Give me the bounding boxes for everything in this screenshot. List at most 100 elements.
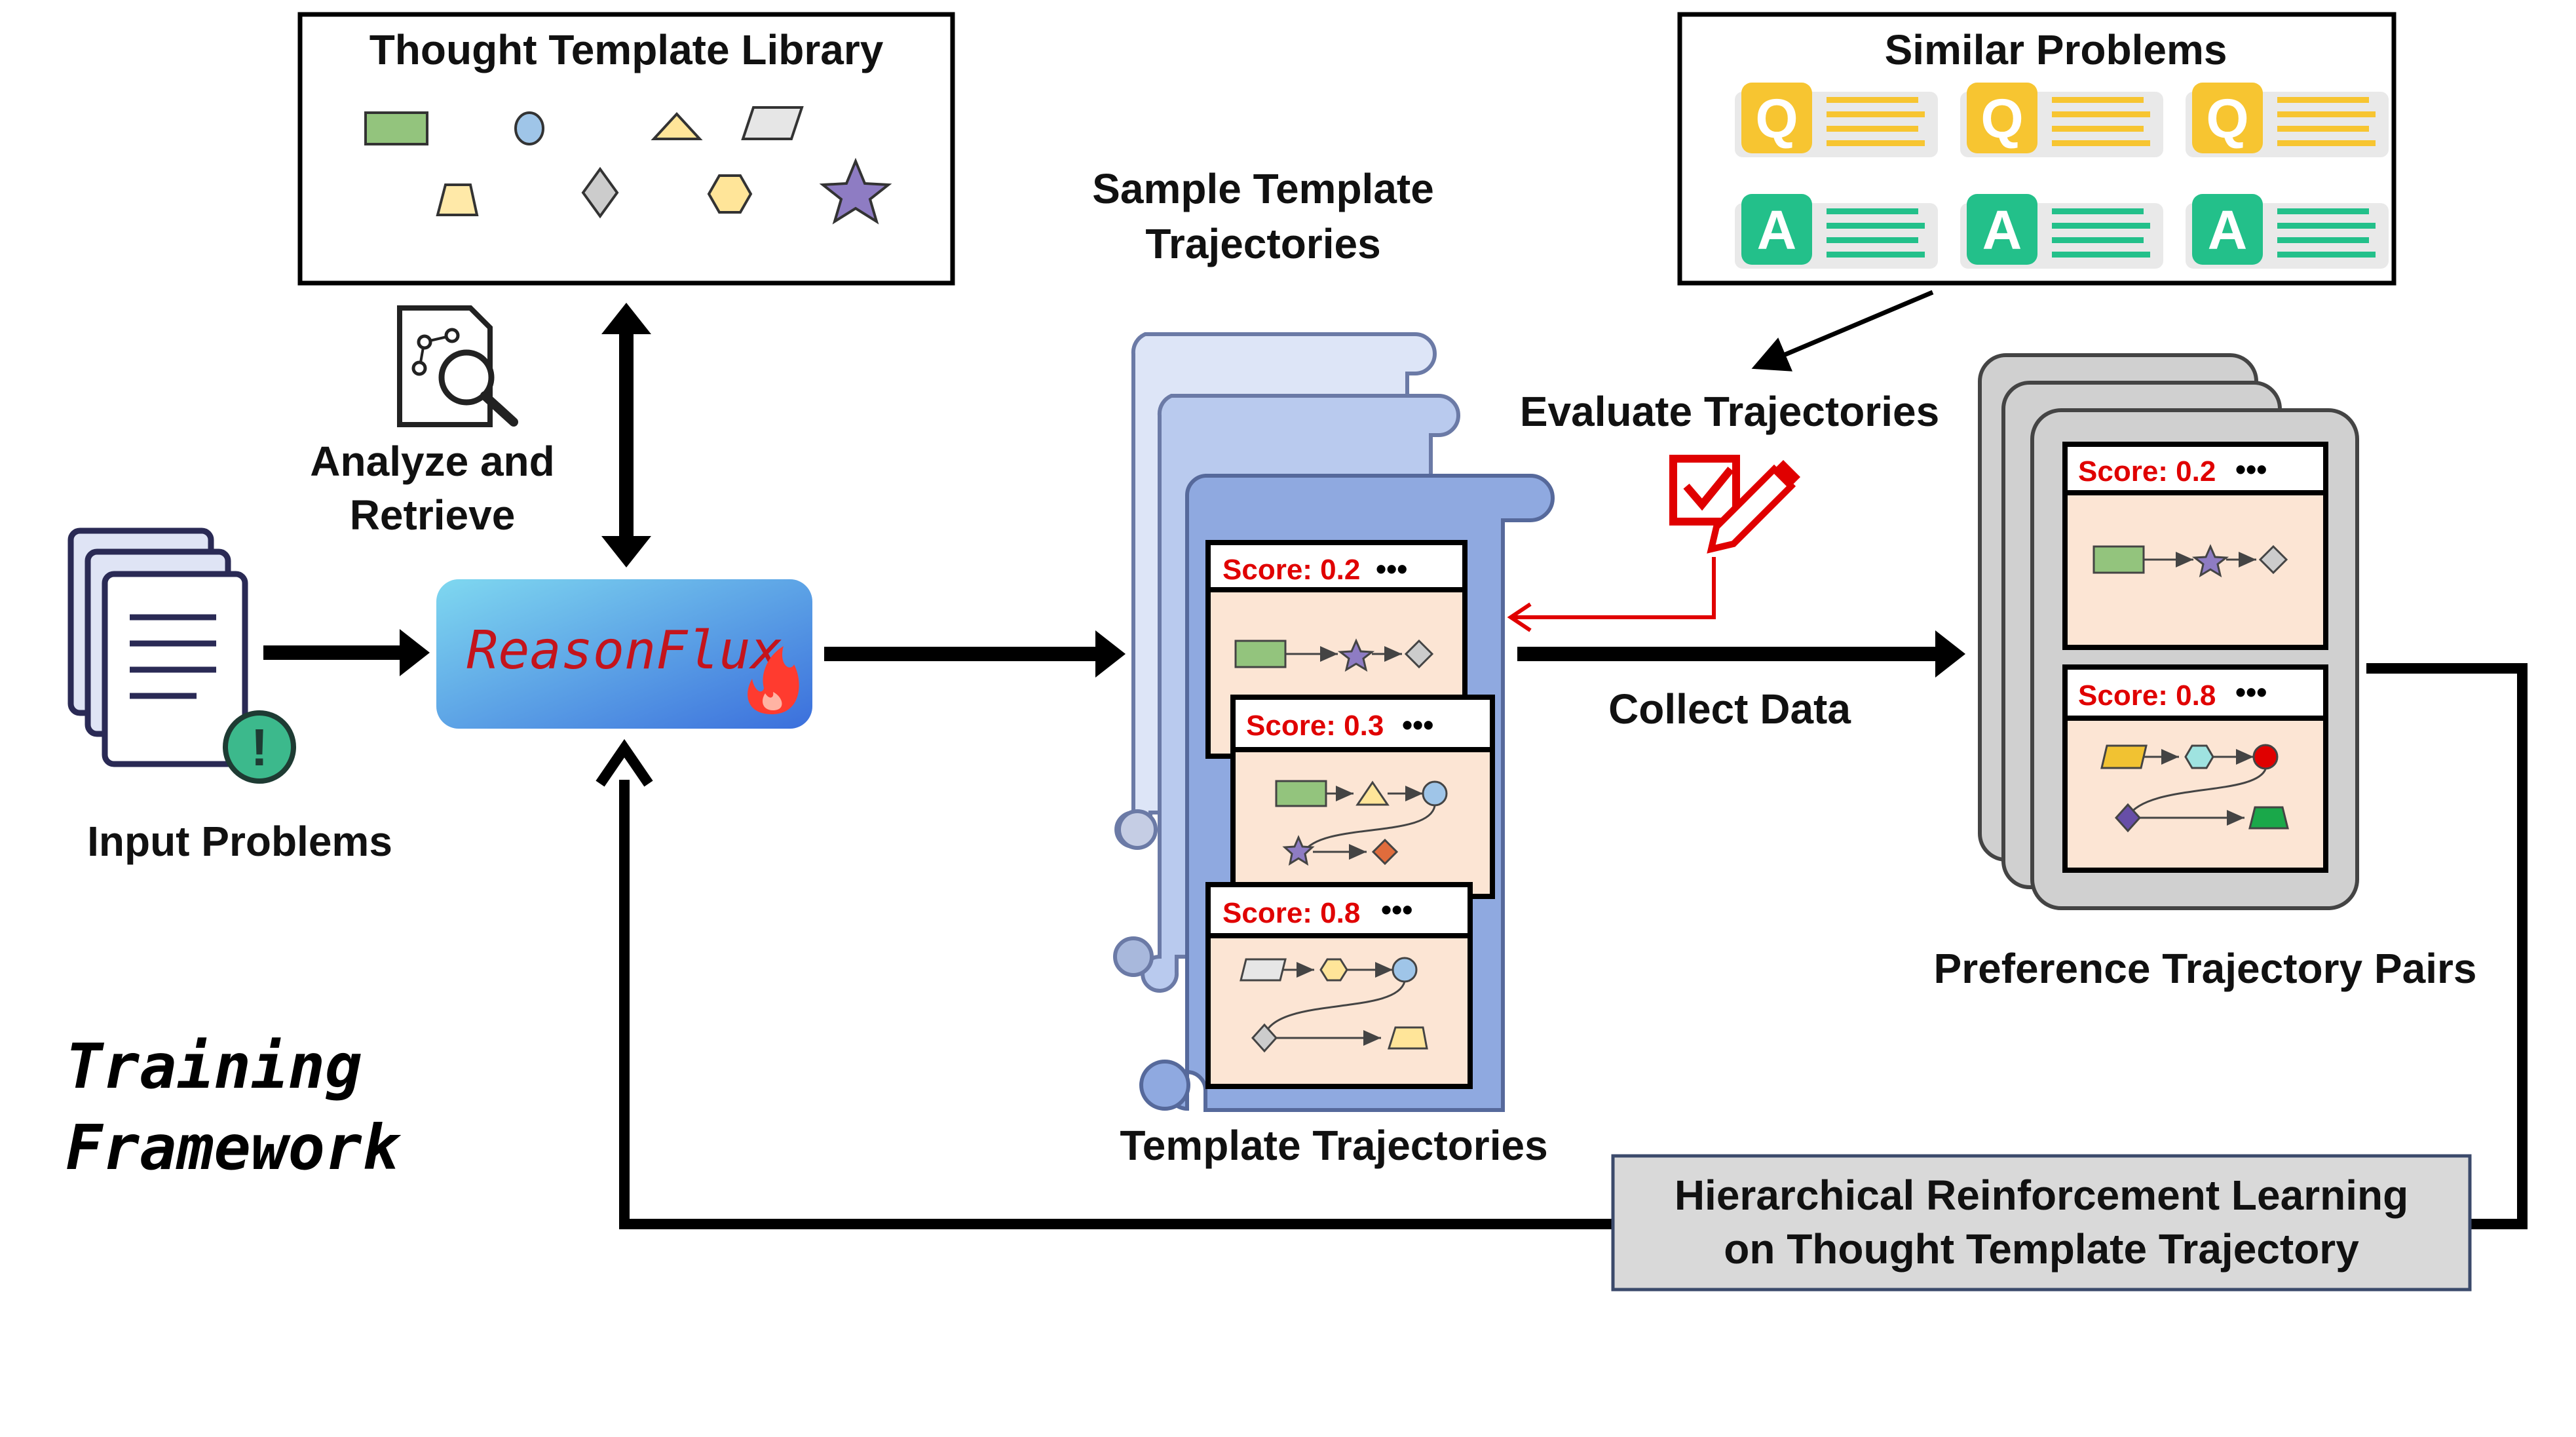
pair-card-1-dots: ••• [2235,452,2267,486]
model-box [436,579,812,729]
pair-card-1-score: Score: 0.2 [2078,455,2216,488]
preference-pairs: Score: 0.2 ••• Score: 0.8 ••• [1978,353,2359,910]
question-card: Q [2186,83,2389,157]
gray-diamond-icon [1251,1023,1278,1053]
framework-line1: Training [66,1031,362,1103]
template-card-1-dots: ••• [1376,552,1407,586]
template-card-2-dots: ••• [1402,708,1433,742]
yellow-trapezoid-icon [1387,1026,1428,1050]
retrieve-double-arrow [601,303,651,567]
reasonflux-model: ReasonFlux [436,579,812,729]
flame-icon [748,646,799,714]
gray-diamond-icon [1404,639,1434,669]
gray-diamond-icon [581,166,619,219]
a-badge-icon [1741,194,1812,265]
a-badge-icon [1967,194,2037,265]
answer-card: A [1735,194,1938,269]
template-card-2: Score: 0.3 ••• [1230,695,1495,899]
pair-card-2-score: Score: 0.8 [2078,680,2216,712]
template-trajectories-label: Template Trajectories [1120,1122,1547,1169]
alert-mark: ! [251,718,269,776]
q-letter: Q [1980,88,2023,149]
green-rectangle-icon [2093,545,2145,574]
a-badge-icon [2192,194,2263,265]
question-card: Q [1960,83,2163,157]
a-letter: A [1982,199,2022,261]
similar-title: Similar Problems [1885,26,2227,73]
sample-label-line2: Trajectories [1145,220,1380,267]
preference-pairs-label: Preference Trajectory Pairs [1934,945,2477,992]
thought-template-library: Thought Template Library [297,12,955,286]
library-title: Thought Template Library [369,26,884,73]
q-badge-icon [2192,83,2263,153]
gray-diamond-icon [2258,545,2288,575]
a-letter: A [2208,199,2248,261]
q-badge-icon [1741,83,1812,153]
arrow-similar-to-evaluate [1751,290,1934,372]
hrl-box: Hierarchical Reinforcement Learning on T… [1611,1154,2472,1292]
arrow-input-to-model-head [400,629,430,676]
cyan-hexagon-icon [2184,744,2214,769]
input-problems-label: Input Problems [87,818,392,865]
template-card-3-score: Score: 0.8 [1222,897,1360,929]
yellow-hexagon-icon [1319,958,1348,982]
q-badge-icon [1967,83,2037,153]
document-stack-icon [67,527,248,767]
analyze-search-icon [397,305,518,427]
collect-data-label: Collect Data [1608,685,1851,733]
template-card-2-score: Score: 0.3 [1246,710,1384,742]
yellow-hexagon-icon [707,174,753,214]
answer-card: A [1960,194,2163,269]
green-trapezoid-icon [2248,806,2289,830]
pair-card-2: Score: 0.8 ••• [2062,664,2328,873]
red-evaluate-arrow [1513,557,1716,619]
template-card-3: Score: 0.8 ••• [1205,882,1473,1089]
purple-star-icon [1282,835,1315,866]
library-shapes [364,106,892,225]
arrow-collect-data-head [1935,630,1965,678]
framework-line2: Framework [66,1113,402,1184]
gray-parallelogram-icon [741,106,804,140]
library-frame [297,12,955,286]
pair-card-1: Score: 0.2 ••• [2062,442,2328,650]
checklist-pen-icon [1669,455,1800,554]
yellow-trapezoid-icon [436,183,479,216]
yellow-parallelogram-icon [2100,744,2148,769]
purple-diamond-icon [2114,803,2142,833]
yellow-triangle-icon [1355,780,1390,806]
purple-star-icon [1337,638,1375,672]
blue-circle-icon [1422,780,1448,807]
gray-parallelogram-icon [1240,958,1287,982]
alert-icon: ! [223,710,296,784]
analyze-label-line1: Analyze and [310,438,554,485]
green-rectangle-icon [1234,640,1287,668]
q-letter: Q [2206,88,2248,149]
template-card-1-score: Score: 0.2 [1222,554,1360,586]
model-name: ReasonFlux [466,620,782,681]
answer-card: A [2186,194,2389,269]
red-circle-icon [2252,744,2279,770]
feedback-arrow-head [596,738,653,787]
hrl-line2: on Thought Template Trajectory [1724,1225,2359,1273]
pair-card-2-dots: ••• [2235,675,2267,709]
green-rectangle-icon [364,111,428,145]
green-rectangle-icon [1275,780,1327,807]
yellow-triangle-icon [651,112,703,140]
purple-star-icon [2191,544,2229,578]
arrow-model-to-scrolls-head [1095,630,1126,678]
template-card-3-dots: ••• [1381,892,1412,927]
blue-circle-icon [514,111,544,145]
evaluate-label: Evaluate Trajectories [1520,388,1939,435]
q-letter: Q [1755,88,1798,149]
question-card: Q [1735,83,1938,157]
a-letter: A [1757,199,1797,261]
sample-label-line1: Sample Template [1092,165,1434,212]
hrl-line1: Hierarchical Reinforcement Learning [1675,1172,2408,1219]
purple-star-icon [819,157,892,225]
feedback-loop-right [2366,663,2528,1229]
blue-circle-icon [1392,957,1418,983]
